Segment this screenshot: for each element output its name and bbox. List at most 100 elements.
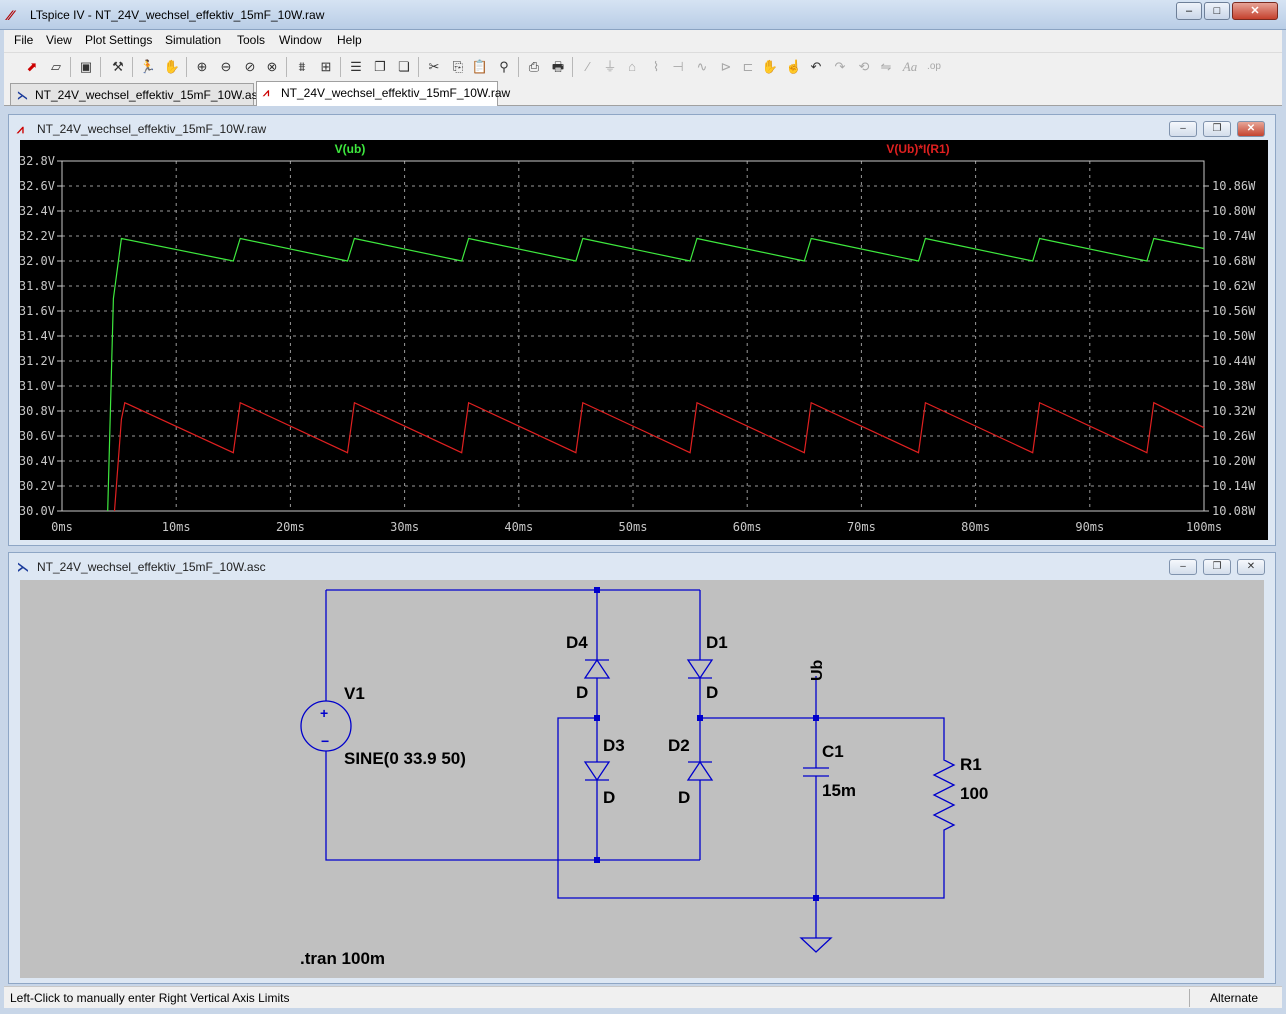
capacitor-icon[interactable]: ⊣: [672, 59, 684, 74]
control-panel-icon[interactable]: ⚒: [112, 59, 124, 74]
find-icon[interactable]: ⚲: [499, 59, 509, 74]
ub-net-label[interactable]: Ub: [809, 659, 826, 681]
wire-negative-rail[interactable]: [557, 717, 945, 899]
right-axis-tick-label[interactable]: 10.62W: [1212, 279, 1256, 293]
undo-icon[interactable]: ↶: [810, 59, 822, 74]
left-axis-tick-label[interactable]: 31.0V: [20, 379, 55, 393]
tran-directive[interactable]: .tran 100m: [300, 949, 385, 968]
left-axis-tick-label[interactable]: 30.2V: [20, 479, 55, 493]
close-button[interactable]: ✕: [1232, 2, 1278, 20]
schematic-restore-button[interactable]: ❐: [1203, 559, 1231, 575]
right-axis-tick-label[interactable]: 10.74W: [1212, 229, 1256, 243]
right-axis-tick-label[interactable]: 10.44W: [1212, 354, 1256, 368]
minimize-button[interactable]: ‒: [1176, 2, 1202, 20]
trace-power[interactable]: [113, 401, 1205, 512]
save-icon[interactable]: ▣: [79, 59, 93, 74]
diode-icon[interactable]: ⊳: [720, 59, 732, 74]
menu-help[interactable]: Help: [337, 33, 362, 47]
right-axis-tick-label[interactable]: 10.08W: [1212, 504, 1256, 518]
d2-model-label[interactable]: D: [678, 788, 690, 807]
new-schematic-icon[interactable]: ⬈: [26, 59, 38, 74]
d2-name-label[interactable]: D2: [668, 736, 690, 755]
left-axis-tick-label[interactable]: 30.8V: [20, 404, 55, 418]
paste-icon[interactable]: 📋: [471, 59, 489, 74]
wire-icon[interactable]: ∕: [586, 59, 590, 74]
cascade-icon[interactable]: ❐: [374, 59, 386, 74]
menu-plot-settings[interactable]: Plot Settings: [85, 33, 153, 47]
label-icon[interactable]: ⌂: [628, 59, 636, 74]
left-axis-tick-label[interactable]: 30.6V: [20, 429, 55, 443]
d3-name-label[interactable]: D3: [603, 736, 625, 755]
left-axis-tick-label[interactable]: 31.2V: [20, 354, 55, 368]
rotate-icon[interactable]: ⟲: [858, 59, 870, 74]
left-axis-tick-label[interactable]: 32.0V: [20, 254, 55, 268]
spice-directive-icon[interactable]: .op: [927, 61, 941, 72]
ground-icon[interactable]: ⏚: [603, 59, 617, 74]
d4-diode-symbol[interactable]: [583, 658, 611, 679]
run-icon[interactable]: 🏃: [139, 59, 157, 74]
right-axis-tick-label[interactable]: 10.26W: [1212, 429, 1256, 443]
component-icon[interactable]: ⊏: [742, 59, 754, 74]
r1-name-label[interactable]: R1: [960, 755, 982, 774]
menu-window[interactable]: Window: [279, 33, 322, 47]
c1-capacitor-symbol[interactable]: [803, 767, 829, 777]
tab-waveform[interactable]: ⩘ NT_24V_wechsel_effektiv_15mF_10W.raw: [256, 81, 510, 106]
menu-tools[interactable]: Tools: [237, 33, 266, 47]
plot-close-button[interactable]: ✕: [1237, 121, 1265, 137]
grid-icon[interactable]: ⊞: [320, 59, 332, 74]
trace-vub[interactable]: [107, 237, 1205, 512]
zoom-out-icon[interactable]: ⊖: [220, 59, 232, 74]
v1-source-symbol[interactable]: [300, 700, 352, 752]
trace-label-vub[interactable]: V(ub): [335, 142, 366, 156]
inductor-icon[interactable]: ∿: [696, 59, 708, 74]
redo-icon[interactable]: ↷: [834, 59, 846, 74]
menu-view[interactable]: View: [46, 33, 72, 47]
copy-icon[interactable]: ⎘: [452, 59, 464, 74]
left-axis-tick-label[interactable]: 32.8V: [20, 154, 55, 168]
maximize-button[interactable]: □: [1204, 2, 1230, 20]
autorange-icon[interactable]: ⩩: [298, 59, 306, 74]
right-axis-tick-label[interactable]: 10.20W: [1212, 454, 1256, 468]
d1-model-label[interactable]: D: [706, 683, 718, 702]
left-axis-tick-label[interactable]: 30.4V: [20, 454, 55, 468]
mirror-icon[interactable]: ⇋: [880, 59, 892, 74]
right-axis-tick-label[interactable]: 10.38W: [1212, 379, 1256, 393]
d4-model-label[interactable]: D: [576, 683, 588, 702]
drag-icon[interactable]: ☝: [785, 59, 803, 74]
plot-minimize-button[interactable]: ‒: [1169, 121, 1197, 137]
open-icon[interactable]: ▱: [51, 59, 61, 74]
d4-name-label[interactable]: D4: [566, 633, 588, 652]
r1-resistor-symbol[interactable]: [932, 753, 956, 843]
text-icon[interactable]: Aa: [902, 59, 918, 74]
schematic-minimize-button[interactable]: ‒: [1169, 559, 1197, 575]
halt-icon[interactable]: ✋: [163, 59, 181, 74]
d1-name-label[interactable]: D1: [706, 633, 728, 652]
tile-vertical-icon[interactable]: ❏: [398, 59, 410, 74]
cut-icon[interactable]: ✂: [428, 59, 440, 74]
left-axis-tick-label[interactable]: 32.6V: [20, 179, 55, 193]
left-axis-tick-label[interactable]: 31.8V: [20, 279, 55, 293]
zoom-in-icon[interactable]: ⊕: [196, 59, 208, 74]
schematic-close-button[interactable]: ✕: [1237, 559, 1265, 575]
plot-restore-button[interactable]: ❐: [1203, 121, 1231, 137]
wire-v1-bottom[interactable]: [325, 751, 700, 861]
right-axis-tick-label[interactable]: 10.14W: [1212, 479, 1256, 493]
left-axis-tick-label[interactable]: 32.2V: [20, 229, 55, 243]
tab-schematic[interactable]: ⋋ NT_24V_wechsel_effektiv_15mF_10W.asc: [10, 83, 264, 105]
d3-diode-symbol[interactable]: [583, 761, 611, 782]
left-axis-tick-label[interactable]: 30.0V: [20, 504, 55, 518]
left-axis-tick-label[interactable]: 31.6V: [20, 304, 55, 318]
menu-file[interactable]: File: [14, 33, 34, 47]
right-axis-tick-label[interactable]: 10.80W: [1212, 204, 1256, 218]
d1-diode-symbol[interactable]: [686, 659, 714, 680]
menu-simulation[interactable]: Simulation: [165, 33, 222, 47]
r1-value-label[interactable]: 100: [960, 784, 988, 803]
schematic-canvas[interactable]: + − V1 SINE(0 33.9 50) D4 D D1 D D3 D D2…: [20, 580, 1264, 978]
d2-diode-symbol[interactable]: [686, 760, 714, 781]
resistor-icon[interactable]: ⌇: [652, 59, 660, 74]
right-axis-tick-label[interactable]: 10.50W: [1212, 329, 1256, 343]
c1-value-label[interactable]: 15m: [822, 781, 856, 800]
print-preview-icon[interactable]: ⎙: [528, 59, 540, 74]
tile-horizontal-icon[interactable]: ☰: [350, 59, 362, 74]
